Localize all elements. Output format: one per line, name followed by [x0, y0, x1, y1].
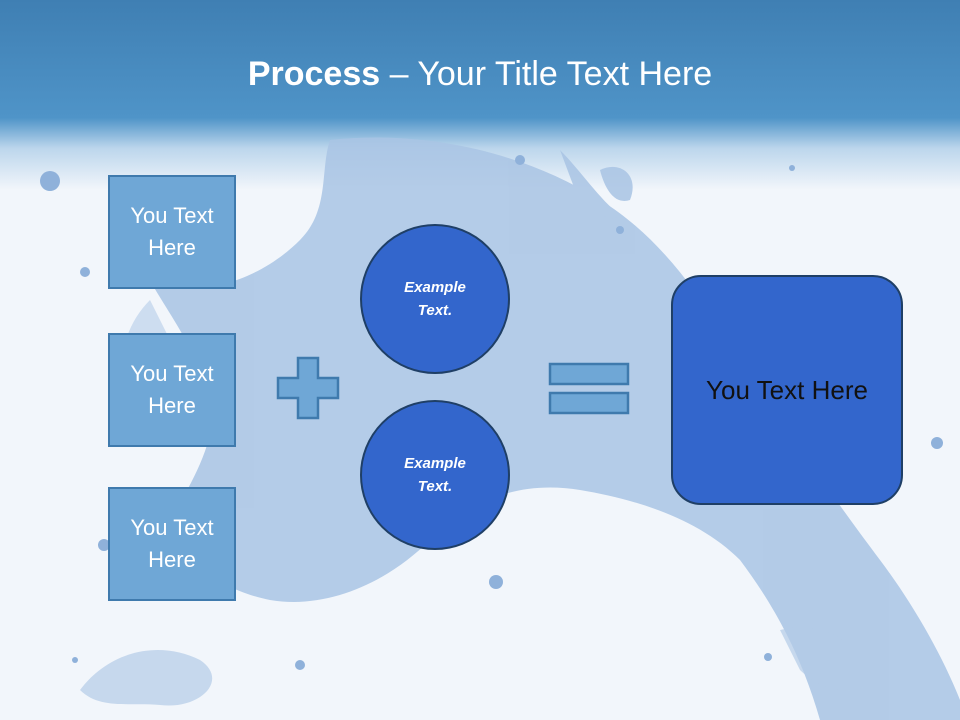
input-box-2: You Text Here — [108, 333, 236, 447]
title-rest: – Your Title Text Here — [380, 55, 713, 93]
input-box-3-label: You Text Here — [130, 515, 214, 572]
plus-sign-icon — [276, 356, 340, 420]
input-box-2-label: You Text Here — [130, 361, 214, 418]
equals-sign-icon — [548, 362, 630, 415]
example-circle-2-label: Example Text. — [404, 455, 466, 495]
input-box-1-label: You Text Here — [130, 203, 214, 260]
result-box-label: You Text Here — [706, 374, 868, 405]
input-box-3: You Text Here — [108, 487, 236, 601]
example-circle-1: Example Text. — [360, 224, 510, 374]
example-circle-1-label: Example Text. — [404, 279, 466, 319]
input-box-1: You Text Here — [108, 175, 236, 289]
title-bold: Process — [247, 55, 381, 93]
result-box: You Text Here — [671, 275, 903, 505]
slide-title: Process – Your Title Text Here — [0, 52, 960, 96]
example-circle-2: Example Text. — [360, 400, 510, 550]
